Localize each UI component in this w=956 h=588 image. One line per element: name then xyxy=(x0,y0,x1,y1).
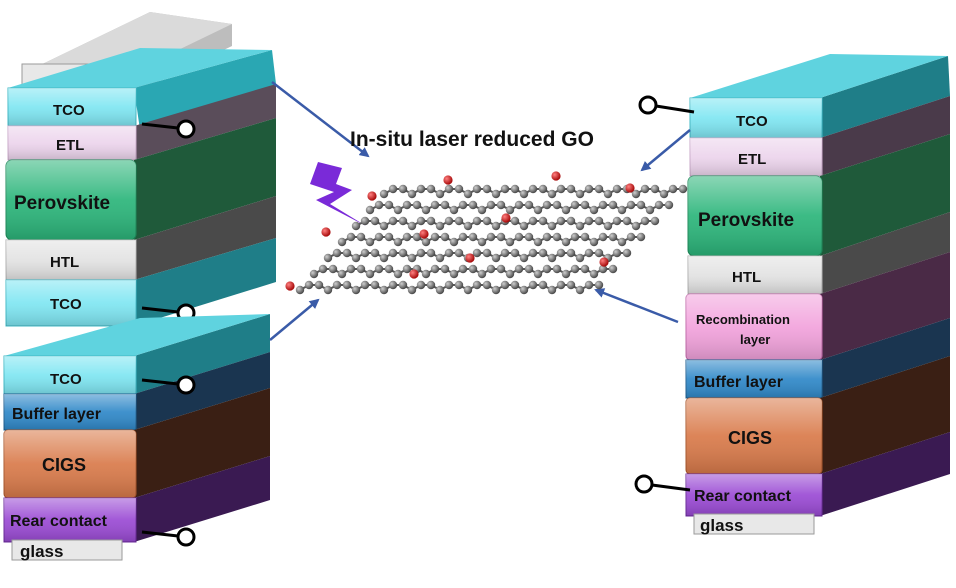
left-tco-top-label: TCO xyxy=(53,102,85,119)
right-cigs-label: CIGS xyxy=(728,428,772,448)
left-cigs-tco-layer: TCO xyxy=(3,314,270,395)
right-recombination-layer: Recombination layer xyxy=(685,252,950,361)
left-htl-label: HTL xyxy=(50,254,79,271)
left-top-terminal-1 xyxy=(141,119,196,139)
left-cigs-tco-label: TCO xyxy=(50,371,82,388)
oxygen-groups xyxy=(285,171,635,291)
graphene-bonds xyxy=(299,188,683,291)
right-tco-label: TCO xyxy=(736,113,768,130)
terminal-contact-icon xyxy=(176,527,196,547)
right-etl-layer: ETL xyxy=(689,96,950,177)
lightning-bolt-icon xyxy=(310,162,366,226)
right-glass-label: glass xyxy=(700,516,743,535)
right-terminal-bottom xyxy=(634,474,691,494)
left-tco-bottom-layer: TCO xyxy=(5,238,276,327)
left-cigs-layer: CIGS xyxy=(3,388,270,499)
left-glass-bottom-layer: glass xyxy=(11,539,123,561)
left-cigs-label: CIGS xyxy=(42,455,86,475)
right-buffer-layer: Buffer layer xyxy=(685,318,950,399)
right-buffer-label: Buffer layer xyxy=(694,374,783,391)
left-cigs-cell: TCO Buffer layer CIGS Rear contact glass xyxy=(3,314,270,561)
left-perovskite-cell: glass TCO ETL Perovskite HTL xyxy=(5,12,276,327)
right-tco-layer: TCO xyxy=(689,54,950,139)
left-rear-contact-layer: Rear contact xyxy=(3,456,270,543)
right-htl-label: HTL xyxy=(732,269,761,286)
terminal-contact-icon xyxy=(176,375,196,395)
left-buffer-layer: Buffer layer xyxy=(3,352,270,431)
arrow-right-bottom xyxy=(594,288,679,324)
left-etl-label: ETL xyxy=(56,137,84,154)
right-htl-layer: HTL xyxy=(687,212,950,295)
terminal-contact-icon xyxy=(176,119,196,139)
left-glass-bottom-label: glass xyxy=(20,542,63,561)
left-perovskite-label: Perovskite xyxy=(14,193,110,214)
left-rear-contact-label: Rear contact xyxy=(10,513,108,530)
arrow-left-bottom xyxy=(269,298,320,341)
right-tandem-cell: TCO ETL Perovskite HTL Recombination lay… xyxy=(634,54,950,535)
terminal-contact-icon xyxy=(638,95,658,115)
right-etl-label: ETL xyxy=(738,151,766,168)
right-glass-layer: glass xyxy=(693,513,815,535)
left-tco-bottom-label: TCO xyxy=(50,296,82,313)
right-perovskite-label: Perovskite xyxy=(698,210,794,231)
right-terminal-top xyxy=(638,95,695,115)
right-rear-contact-layer: Rear contact xyxy=(685,432,950,517)
left-bottom-terminal-2 xyxy=(141,527,196,547)
left-htl-layer: HTL xyxy=(5,196,276,281)
left-etl-layer: ETL xyxy=(7,84,276,161)
left-bottom-terminal-1 xyxy=(141,375,196,395)
graphene-oxide-sheet xyxy=(285,171,688,295)
right-rear-contact-label: Rear contact xyxy=(694,488,792,505)
arrow-left-top xyxy=(271,81,370,158)
arrow-right-top xyxy=(640,129,691,172)
left-buffer-label: Buffer layer xyxy=(12,406,101,423)
right-cigs-layer: CIGS xyxy=(685,356,950,475)
left-perovskite-layer: Perovskite xyxy=(5,118,276,241)
graphene-atoms xyxy=(295,184,688,295)
terminal-contact-icon xyxy=(634,474,654,494)
right-recombination-label-line2: layer xyxy=(740,332,770,347)
graphene-title: In-situ laser reduced GO xyxy=(350,128,594,151)
left-tco-top-layer: TCO xyxy=(7,48,276,130)
pointer-arrows xyxy=(269,81,691,341)
right-recombination-label-line1: Recombination xyxy=(696,312,790,327)
